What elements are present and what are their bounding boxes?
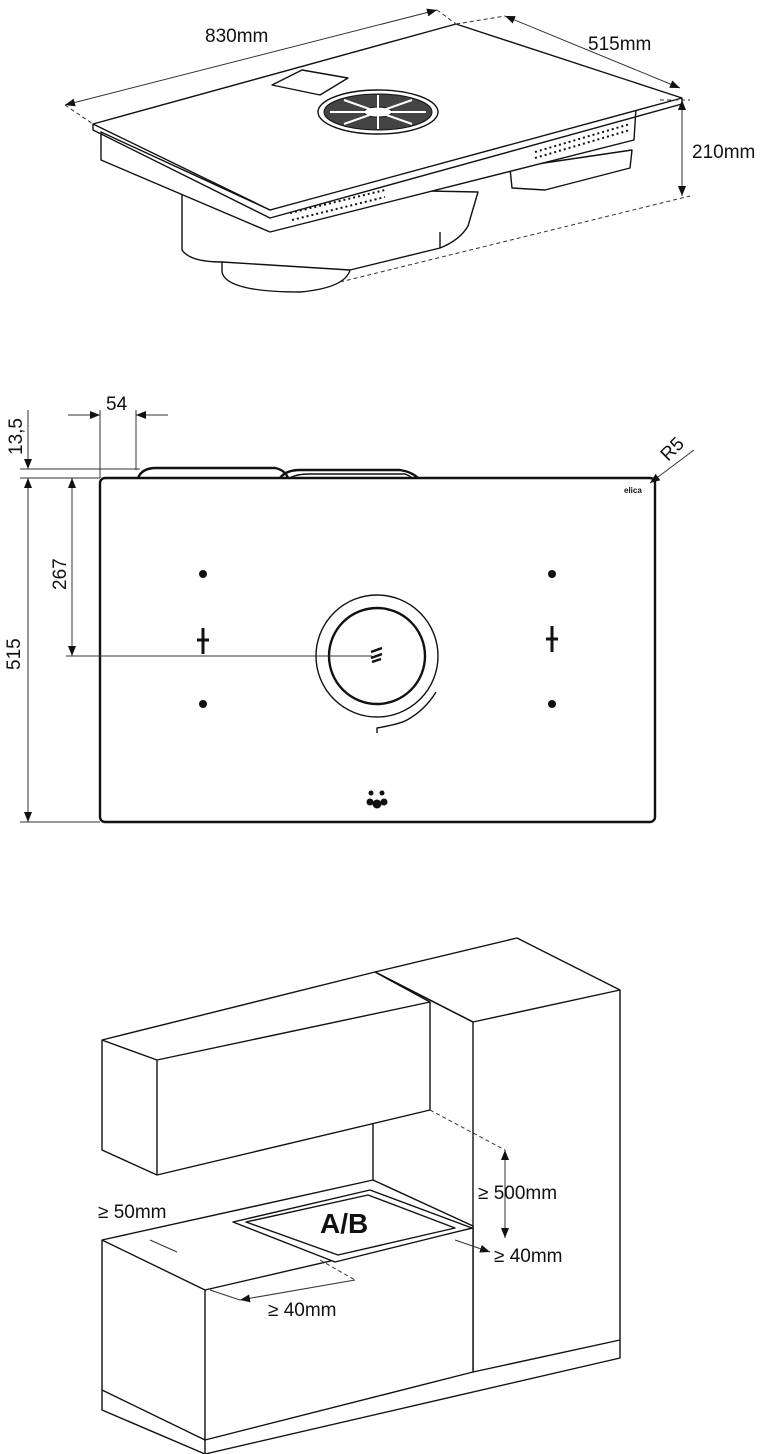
center-depth-dimension: 267 [50,558,71,590]
total-depth-dimension: 515 [4,638,25,670]
wall-cabinet [101,971,431,1176]
top-offset-dimension: 13,5 [6,418,27,455]
fan-icon [366,790,388,809]
hood-clearance-label: ≥ 500mm [478,1183,557,1204]
installation-view: A/B ≥ 500mm ≥ 40mm ≥ 50mm ≥ 40mm [98,937,621,1454]
wall-clearance-label: ≥ 40mm [494,1246,563,1267]
hob-isometric-view: 830mm 515mm 210mm [64,8,755,293]
radius-dimension: R5 [657,434,689,466]
hob-inset [232,1189,473,1263]
hob-label: A/B [320,1208,368,1239]
svg-text:elica: elica [624,486,642,495]
width-dimension: 830mm [205,26,268,47]
hob-plan-view: elica 13,5 54 267 515 R5 [4,394,695,824]
side-offset-dimension: 54 [106,394,128,415]
side-clearance-label: ≥ 50mm [98,1202,167,1223]
front-clearance-label: ≥ 40mm [268,1300,337,1321]
hob-outline [98,476,657,824]
control-box [509,149,633,191]
height-dimension: 210mm [692,142,755,163]
depth-dimension: 515mm [588,34,651,55]
